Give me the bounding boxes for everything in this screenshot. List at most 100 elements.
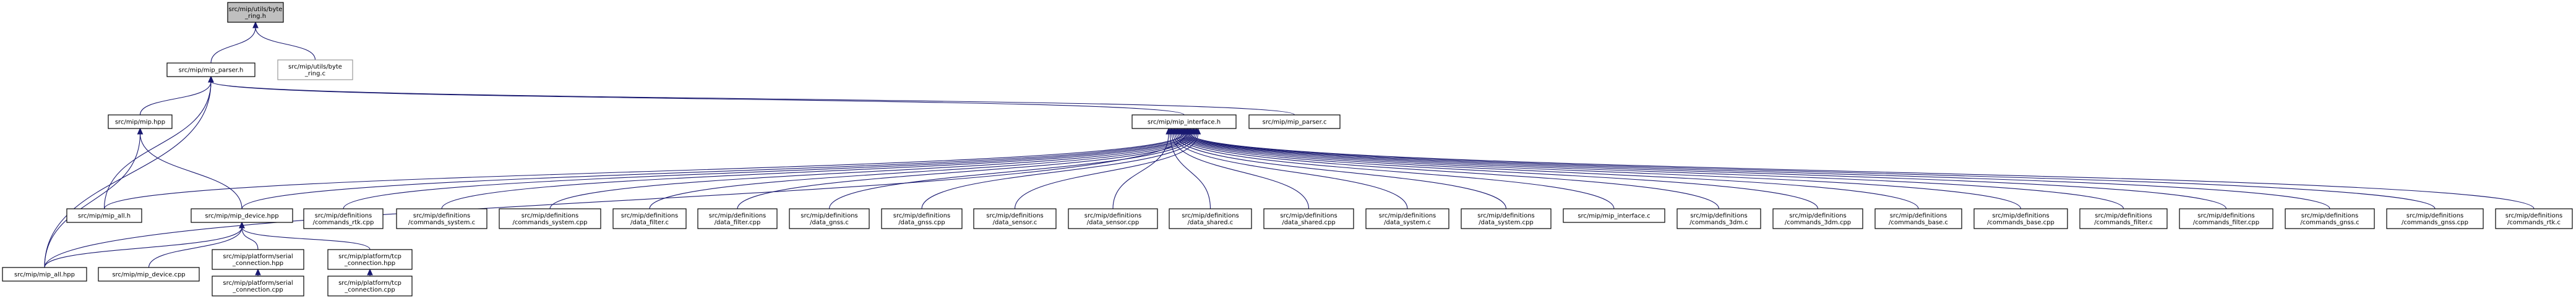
dependency-edge	[208, 75, 1185, 116]
file-node-data-gnss-c[interactable]: src/mip/definitions/data_gnss.c	[789, 208, 870, 229]
file-node-serial-connection-hpp[interactable]: src/mip/platform/serial_connection.hpp	[212, 249, 304, 270]
file-node-commands-base-c[interactable]: src/mip/definitions/commands_base.c	[1874, 208, 1962, 229]
file-node-tcp-connection-cpp[interactable]: src/mip/platform/tcp_connection.cpp	[327, 276, 413, 297]
node-box	[1263, 208, 1354, 229]
node-box	[166, 62, 255, 77]
dependency-edge	[44, 127, 144, 268]
edge-layer	[44, 21, 2535, 277]
edge-arrowhead	[252, 21, 259, 28]
file-node-mip-parser-h[interactable]: src/mip/mip_parser.h	[166, 62, 255, 77]
file-node-commands-gnss-cpp[interactable]: src/mip/definitions/commands_gnss.cpp	[2386, 208, 2484, 229]
edge-line	[1014, 133, 1199, 209]
edge-line	[1188, 133, 2436, 209]
node-label: src/mip/definitions	[522, 213, 579, 219]
edge-line	[1172, 133, 1408, 209]
node-label: src/mip/mip_device.cpp	[112, 272, 185, 279]
file-node-commands-gnss-c[interactable]: src/mip/definitions/commands_gnss.c	[2285, 208, 2375, 229]
file-node-commands-system-cpp[interactable]: src/mip/definitions/commands_system.cpp	[499, 208, 601, 229]
file-node-commands-rtk-c[interactable]: src/mip/definitions/commands_rtk.c	[2495, 208, 2573, 229]
file-node-byte-ring-h[interactable]: src/mip/utils/byte_ring.h	[227, 2, 284, 23]
node-label: /commands_base.cpp	[1987, 219, 2054, 226]
file-node-data-filter-cpp[interactable]: src/mip/definitions/data_filter.cpp	[697, 208, 778, 229]
node-box	[1365, 208, 1449, 229]
edge-line	[103, 133, 1183, 209]
node-label: /data_sensor.cpp	[1087, 219, 1140, 226]
file-node-mip-all-h[interactable]: src/mip/mip_all.h	[66, 208, 142, 223]
node-label: _ring.h	[244, 13, 266, 20]
node-box	[212, 249, 304, 270]
edge-line	[139, 81, 212, 116]
file-node-data-shared-cpp[interactable]: src/mip/definitions/data_shared.cpp	[1263, 208, 1354, 229]
node-label: _connection.hpp	[232, 260, 283, 267]
node-label: /commands_rtk.c	[2507, 219, 2561, 226]
node-label: src/mip/definitions	[709, 213, 766, 219]
node-label: src/mip/definitions	[1182, 213, 1239, 219]
node-label: src/mip/definitions	[315, 213, 372, 219]
file-node-commands-rtk-cpp[interactable]: src/mip/definitions/commands_rtk.cpp	[303, 208, 384, 229]
file-node-data-sensor-cpp[interactable]: src/mip/definitions/data_sensor.cpp	[1068, 208, 1158, 229]
node-label: src/mip/definitions	[2505, 213, 2563, 219]
node-label: src/mip/mip_all.h	[78, 213, 131, 220]
edge-line	[241, 227, 371, 250]
node-label: /data_sensor.c	[993, 219, 1037, 226]
node-box	[612, 208, 687, 229]
node-label: src/mip/definitions	[2095, 213, 2152, 219]
node-label: src/mip/definitions	[1992, 213, 2050, 219]
node-label: src/mip/definitions	[1890, 213, 1947, 219]
file-node-mip-parser-c[interactable]: src/mip/mip_parser.c	[1248, 114, 1341, 129]
file-node-data-filter-c[interactable]: src/mip/definitions/data_filter.c	[612, 208, 687, 229]
node-box	[2495, 208, 2573, 229]
edge-line	[343, 133, 1188, 209]
edge-line	[1190, 133, 2535, 209]
node-box	[2179, 208, 2273, 229]
file-node-mip-all-hpp[interactable]: src/mip/mip_all.hpp	[2, 267, 87, 282]
node-label: src/mip/definitions	[1477, 213, 1535, 219]
file-node-commands-base-cpp[interactable]: src/mip/definitions/commands_base.cpp	[1973, 208, 2068, 229]
file-node-mip-device-cpp[interactable]: src/mip/mip_device.cpp	[98, 267, 200, 282]
node-label: /data_system.cpp	[1479, 219, 1533, 226]
node-label: /commands_3dm.c	[1689, 219, 1748, 226]
dependency-edge	[103, 127, 1186, 209]
file-node-commands-3dm-c[interactable]: src/mip/definitions/commands_3dm.c	[1677, 208, 1761, 229]
node-label: _connection.hpp	[344, 260, 395, 267]
file-node-mip-interface-c[interactable]: src/mip/mip_interface.c	[1563, 208, 1665, 223]
edge-line	[828, 133, 1196, 209]
edge-arrowhead	[137, 127, 144, 135]
node-label: src/mip/platform/tcp	[338, 253, 401, 260]
file-node-byte-ring-c[interactable]: src/mip/utils/byte_ring.c	[277, 59, 353, 80]
file-node-serial-connection-cpp[interactable]: src/mip/platform/serial_connection.cpp	[212, 276, 304, 297]
dependency-edge	[1179, 127, 2022, 209]
node-box	[396, 208, 487, 229]
edge-line	[1180, 133, 1919, 209]
node-label: src/mip/definitions	[413, 213, 471, 219]
node-label: src/mip/mip_parser.c	[1263, 119, 1327, 126]
edge-line	[210, 27, 256, 64]
file-node-commands-filter-cpp[interactable]: src/mip/definitions/commands_filter.cpp	[2179, 208, 2273, 229]
file-node-data-gnss-cpp[interactable]: src/mip/definitions/data_gnss.cpp	[881, 208, 963, 229]
node-box	[2079, 208, 2168, 229]
node-label: src/mip/definitions	[621, 213, 679, 219]
file-node-data-system-c[interactable]: src/mip/definitions/data_system.c	[1365, 208, 1449, 229]
file-node-data-sensor-c[interactable]: src/mip/definitions/data_sensor.c	[973, 208, 1057, 229]
edge-line	[44, 133, 141, 268]
file-node-commands-3dm-cpp[interactable]: src/mip/definitions/commands_3dm.cpp	[1772, 208, 1863, 229]
node-box	[108, 114, 173, 129]
file-node-commands-filter-c[interactable]: src/mip/definitions/commands_filter.c	[2079, 208, 2168, 229]
dependency-edge	[44, 75, 214, 268]
node-label: /commands_filter.c	[2094, 219, 2153, 226]
file-node-mip-hpp[interactable]: src/mip/mip.hpp	[108, 114, 173, 129]
file-node-tcp-connection-hpp[interactable]: src/mip/platform/tcp_connection.hpp	[327, 249, 413, 270]
node-box	[327, 276, 413, 297]
node-box	[499, 208, 601, 229]
node-label: /data_shared.cpp	[1282, 219, 1335, 226]
dependency-edge	[252, 21, 316, 61]
edge-line	[241, 133, 1185, 209]
file-node-data-system-cpp[interactable]: src/mip/definitions/data_system.cpp	[1461, 208, 1552, 229]
file-node-mip-device-hpp[interactable]: src/mip/mip_device.hpp	[191, 208, 293, 223]
edge-line	[549, 133, 1191, 209]
node-box	[327, 249, 413, 270]
file-node-data-shared-c[interactable]: src/mip/definitions/data_shared.c	[1169, 208, 1252, 229]
file-node-commands-system-c[interactable]: src/mip/definitions/commands_system.c	[396, 208, 487, 229]
edge-line	[1182, 133, 2022, 209]
file-node-mip-interface-h[interactable]: src/mip/mip_interface.h	[1131, 114, 1237, 129]
